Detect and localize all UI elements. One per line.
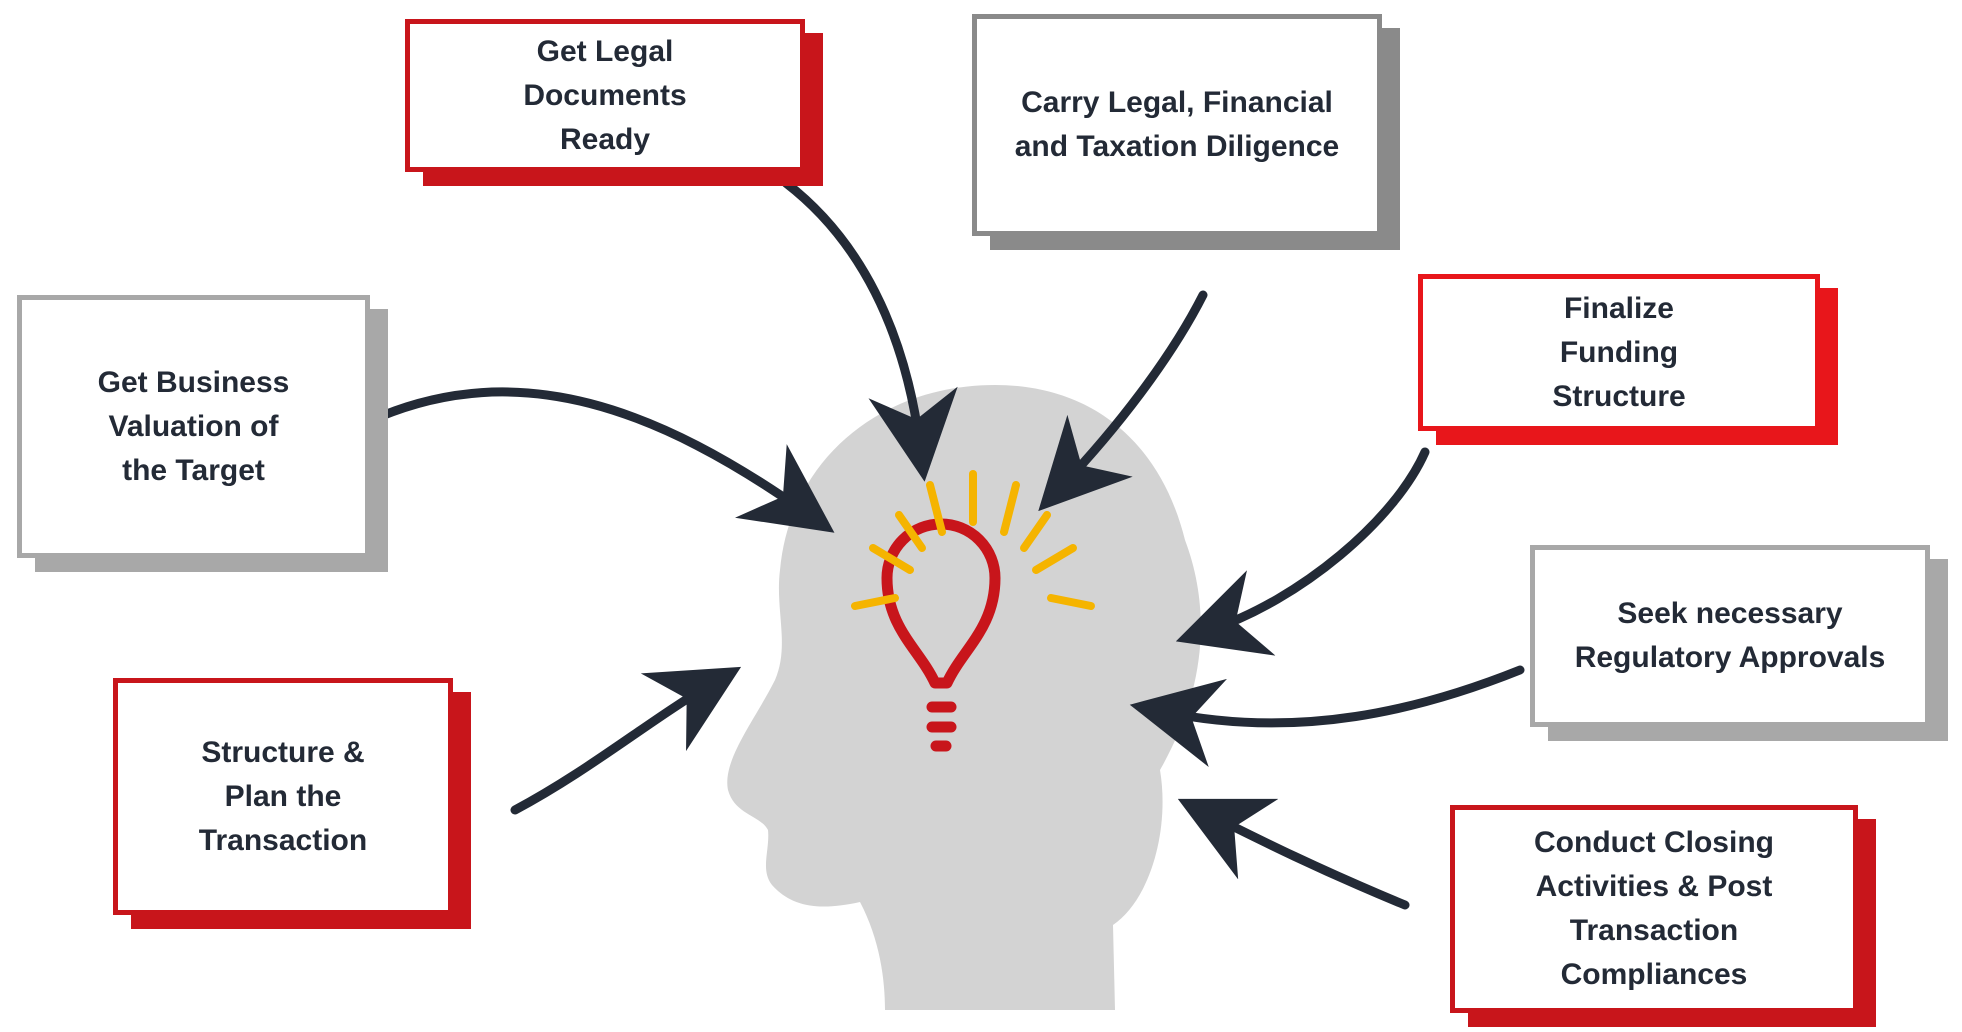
arrow-from-closing [1177,798,1410,910]
light-rays-icon [851,470,1095,610]
step-label-diligence: Carry Legal, Financial and Taxation Dili… [1014,86,1340,163]
arrow-from-diligence [1038,290,1208,512]
arrow-from-valuation [367,387,835,533]
arrow-from-funding [1175,447,1430,656]
step-label-structure: Structure & Plan the Transaction [198,735,368,857]
step-card-structure: Structure & Plan the Transaction [113,678,453,915]
step-card-regulatory: Seek necessary Regulatory Approvals [1530,545,1930,727]
step-label-legal-documents: Get Legal Documents Ready [523,34,687,156]
arrow-from-structure [510,666,742,815]
step-card-closing: Conduct Closing Activities & Post Transa… [1450,805,1858,1013]
step-label-valuation: Get Business Valuation of the Target [97,365,290,487]
step-card-legal-documents: Get Legal Documents Ready [405,19,805,172]
step-card-valuation: Get Business Valuation of the Target [17,295,370,558]
head-silhouette-icon [727,385,1201,1010]
step-label-regulatory: Seek necessary Regulatory Approvals [1574,597,1886,674]
step-label-closing: Conduct Closing Activities & Post Transa… [1534,826,1774,991]
step-label-funding: Finalize Funding Structure [1552,291,1686,413]
arrow-from-legal-documents [781,178,958,482]
step-card-funding: Finalize Funding Structure [1418,274,1820,431]
step-card-diligence: Carry Legal, Financial and Taxation Dili… [972,14,1382,236]
arrow-from-regulatory [1129,665,1525,768]
